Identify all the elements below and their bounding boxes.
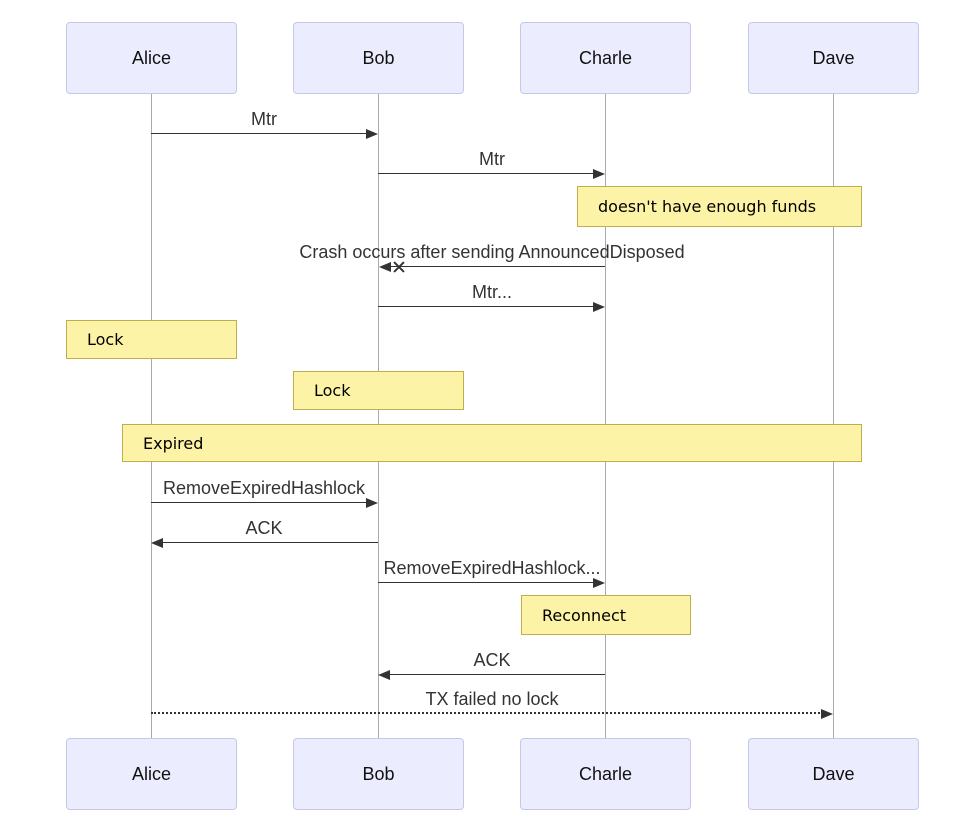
note: Expired: [122, 424, 862, 462]
message-line: [378, 582, 595, 583]
arrowhead-right-icon: [366, 129, 378, 139]
note-text: Reconnect: [542, 605, 627, 625]
actor-top-alice: Alice: [66, 22, 237, 94]
message-line: [378, 173, 595, 174]
lifeline-dave: [833, 94, 834, 738]
actor-label: Bob: [362, 763, 395, 784]
note: Lock: [66, 320, 237, 359]
actor-top-bob: Bob: [293, 22, 464, 94]
actor-label: Dave: [812, 763, 855, 784]
lifeline-bob: [378, 94, 379, 738]
message-label: RemoveExpiredHashlock...: [383, 558, 601, 578]
message-label: Mtr: [251, 109, 277, 129]
actor-label: Alice: [131, 47, 171, 68]
message-line: [391, 266, 605, 267]
message-line: [151, 133, 368, 134]
actor-bottom-alice: Alice: [66, 738, 237, 810]
actor-bottom-charle: Charle: [520, 738, 691, 810]
actor-label: Bob: [362, 47, 395, 68]
message-label: ACK: [473, 650, 511, 670]
message-label: Mtr: [479, 149, 505, 169]
arrowhead-right-icon: [366, 498, 378, 508]
note-text: Lock: [314, 381, 351, 400]
actor-bottom-bob: Bob: [293, 738, 464, 810]
message-label: Mtr...: [472, 282, 512, 302]
arrowhead-right-icon: [821, 709, 833, 719]
note-text: Expired: [143, 433, 204, 453]
actor-bottom-dave: Dave: [748, 738, 919, 810]
lifeline-charle: [605, 94, 606, 738]
actor-label: Charle: [578, 763, 633, 784]
arrowhead-left-icon: [151, 538, 163, 548]
actor-top-dave: Dave: [748, 22, 919, 94]
message-line: [162, 542, 378, 543]
arrowhead-right-icon: [593, 578, 605, 588]
message-line: [151, 502, 368, 503]
message-label: ACK: [245, 518, 283, 538]
note-text: doesn't have enough funds: [598, 197, 817, 216]
message-line-dotted: [151, 712, 823, 714]
arrowhead-right-icon: [593, 302, 605, 312]
actor-label: Alice: [131, 763, 171, 784]
note: doesn't have enough funds: [577, 186, 862, 227]
message-label: Crash occurs after sending AnnouncedDisp…: [299, 242, 685, 262]
message-fail-cross-icon: [393, 261, 405, 273]
actor-label: Dave: [812, 47, 855, 68]
arrowhead-left-icon: [379, 262, 391, 272]
arrowhead-right-icon: [593, 169, 605, 179]
note: Lock: [293, 371, 464, 410]
note-text: Lock: [87, 330, 124, 349]
message-line: [389, 674, 605, 675]
note: Reconnect: [521, 595, 691, 635]
message-label: TX failed no lock: [425, 689, 559, 709]
arrowhead-left-icon: [378, 670, 390, 680]
message-label: RemoveExpiredHashlock: [162, 478, 366, 498]
actor-top-charle: Charle: [520, 22, 691, 94]
lifeline-alice: [151, 94, 152, 738]
message-line: [378, 306, 595, 307]
actor-label: Charle: [578, 47, 633, 68]
